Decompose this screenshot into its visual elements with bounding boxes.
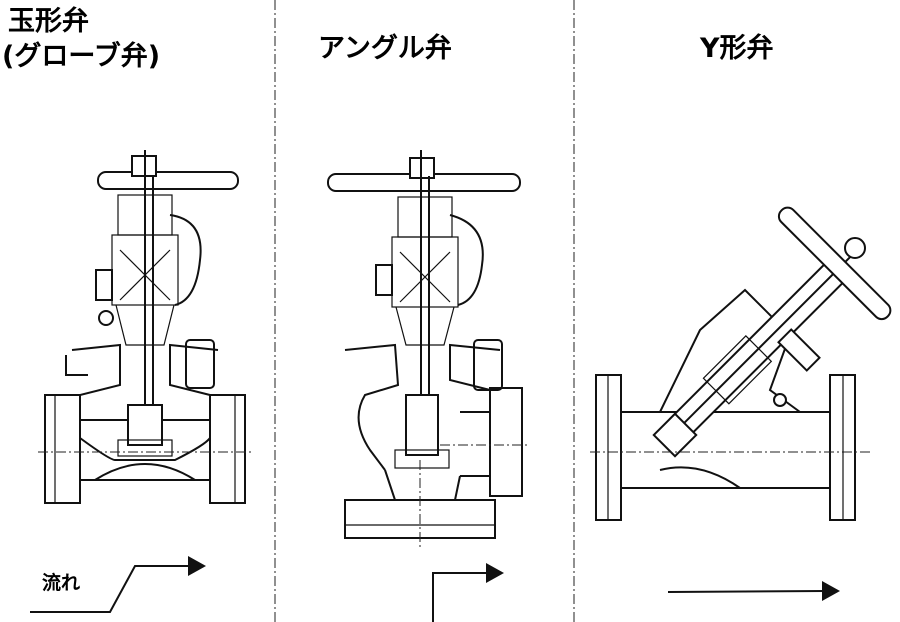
angle-valve-drawing [327,150,528,548]
globe-valve-title: 玉形弁 [8,6,89,37]
globe-valve-subtitle: (グローブ弁) [2,41,161,72]
flow-label: 流れ [42,572,81,594]
y-valve-title: Y形弁 [700,33,774,64]
angle-flow-arrow [432,563,504,622]
globe-flow-arrow [30,556,206,613]
angle-valve-title: アングル弁 [318,33,452,64]
globe-valve-drawing [38,150,252,504]
y-flow-arrow [667,581,840,601]
y-valve-drawing [590,206,892,521]
